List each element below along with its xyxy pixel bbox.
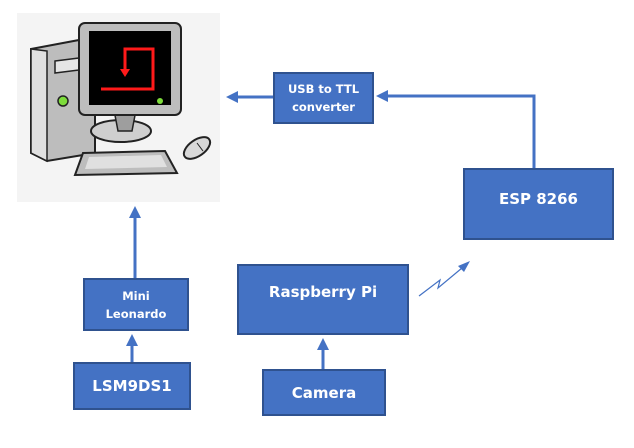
pc-mouse: [182, 136, 212, 160]
usb-to-ttl-block: USB to TTL converter: [273, 72, 374, 124]
usb-label-line2: converter: [292, 100, 355, 114]
mini-label-line2: Leonardo: [105, 306, 167, 321]
lsm-label: LSM9DS1: [92, 377, 172, 395]
computer-icon: [30, 22, 212, 177]
mini-label-line1: Mini: [122, 288, 150, 303]
wireless-arrowhead: [458, 261, 470, 272]
camera-label: Camera: [291, 383, 357, 402]
wireless-link-icon: [418, 267, 463, 297]
usb-label-line1: USB to TTL: [287, 82, 360, 96]
esp8266-block: ESP 8266: [463, 168, 614, 240]
lsm9ds1-block: LSM9DS1: [73, 362, 191, 410]
camera-block: Camera: [262, 369, 386, 416]
rpi-label: Raspberry Pi: [268, 283, 378, 301]
esp-label: ESP 8266: [498, 190, 578, 208]
arrow-esp-to-usb: [376, 90, 536, 168]
raspberry-pi-block: Raspberry Pi: [237, 264, 409, 335]
computer-illustration: [17, 13, 220, 202]
mini-leonardo-block: Mini Leonardo: [83, 278, 189, 331]
